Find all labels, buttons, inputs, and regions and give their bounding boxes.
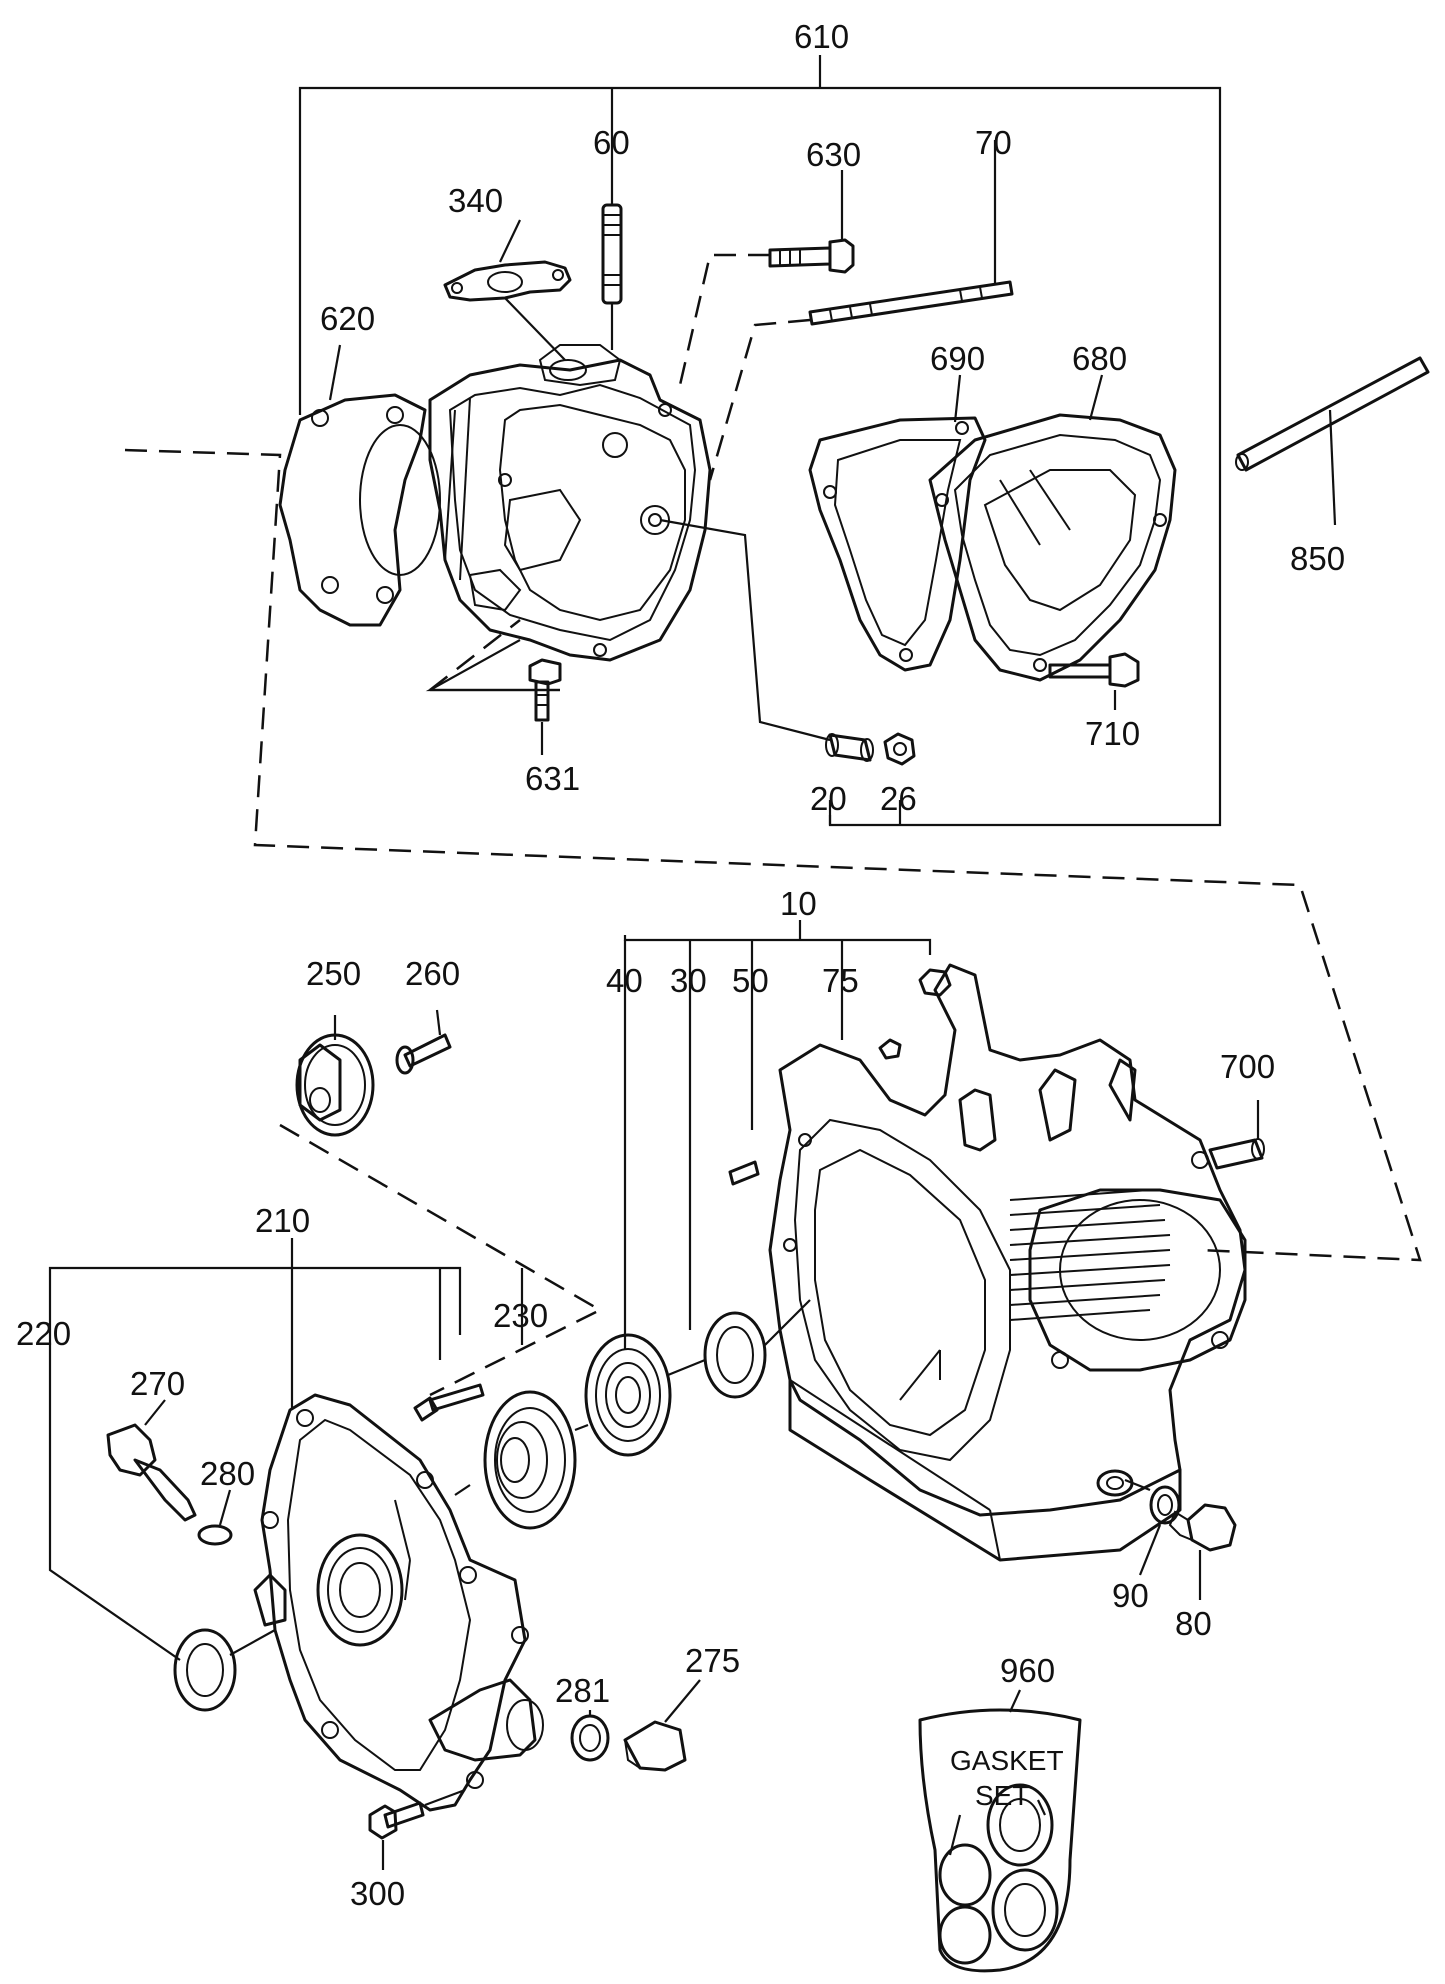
dowel-20 — [825, 733, 874, 762]
callout-50: 50 — [732, 962, 769, 999]
callout-700: 700 — [1220, 1048, 1275, 1085]
drain-plug-80 — [1168, 1503, 1237, 1600]
bearing-40 — [584, 1333, 706, 1457]
gasket-set-label-line1: GASKET — [950, 1745, 1064, 1776]
pin-230 — [413, 1383, 485, 1422]
callout-labels: 610 60 630 70 340 620 690 680 850 710 63… — [16, 18, 1345, 1912]
callout-850: 850 — [1290, 540, 1345, 577]
callout-630: 630 — [806, 136, 861, 173]
crankcase-cover-group — [48, 1009, 701, 1870]
crankcase — [768, 963, 1247, 1562]
callout-70: 70 — [975, 124, 1012, 161]
head-gasket — [278, 393, 427, 627]
callout-620: 620 — [320, 300, 375, 337]
callout-60: 60 — [593, 124, 630, 161]
cylinder-head — [428, 344, 712, 662]
dashed-assembly-line — [124, 448, 1422, 1262]
pin-260 — [395, 1009, 452, 1075]
callout-300: 300 — [350, 1875, 405, 1912]
bolt-710 — [1048, 652, 1140, 710]
callout-220: 220 — [16, 1315, 71, 1352]
callout-281: 281 — [555, 1672, 610, 1709]
washer-281 — [570, 1710, 610, 1762]
callout-210: 210 — [255, 1202, 310, 1239]
oil-seal-30 — [703, 1299, 811, 1399]
rocker-cover-gasket — [808, 416, 987, 672]
callout-40: 40 — [606, 962, 643, 999]
callout-80: 80 — [1175, 1605, 1212, 1642]
callout-270: 270 — [130, 1365, 185, 1402]
bolt-300 — [368, 1788, 466, 1870]
bolt-631 — [528, 658, 562, 755]
callout-960: 960 — [1000, 1652, 1055, 1689]
callout-10: 10 — [780, 885, 817, 922]
callout-230: 230 — [493, 1297, 548, 1334]
callout-680: 680 — [1072, 340, 1127, 377]
callout-710: 710 — [1085, 715, 1140, 752]
crankcase-group — [584, 920, 1265, 1600]
crankcase-cover — [253, 1393, 544, 1812]
gasket-set-960: GASKET SET — [918, 1689, 1082, 1973]
callout-260: 260 — [405, 955, 460, 992]
callout-20: 20 — [810, 780, 847, 817]
gasket-set-label-line2: SET — [975, 1780, 1029, 1811]
callout-610: 610 — [794, 18, 849, 55]
callout-631: 631 — [525, 760, 580, 797]
callout-26: 26 — [880, 780, 917, 817]
dipstick-270 — [106, 1399, 197, 1522]
oil-seal-220 — [173, 1628, 276, 1712]
push-rod-850 — [1235, 356, 1430, 526]
callout-275: 275 — [685, 1642, 740, 1679]
pin-50 — [728, 1160, 760, 1186]
o-ring-280 — [197, 1489, 233, 1546]
washer-90 — [1124, 1478, 1181, 1576]
bolt-630 — [768, 170, 855, 274]
callout-250: 250 — [306, 955, 361, 992]
callout-90: 90 — [1112, 1577, 1149, 1614]
stud-60 — [601, 130, 623, 350]
rocker-cover — [928, 374, 1177, 682]
callout-30: 30 — [670, 962, 707, 999]
exhaust-gasket — [443, 260, 572, 302]
callout-75: 75 — [822, 962, 859, 999]
bearing-230 — [454, 1390, 589, 1530]
cylinder-head-group — [278, 55, 1430, 827]
callout-280: 280 — [200, 1455, 255, 1492]
plug-275 — [623, 1679, 701, 1772]
nut-26 — [883, 732, 916, 766]
stud-70 — [808, 280, 1014, 326]
callout-340: 340 — [448, 182, 503, 219]
callout-690: 690 — [930, 340, 985, 377]
dowel-700 — [1208, 1100, 1265, 1170]
cam-gear-250 — [295, 1015, 375, 1137]
plug-75 — [878, 1038, 902, 1060]
